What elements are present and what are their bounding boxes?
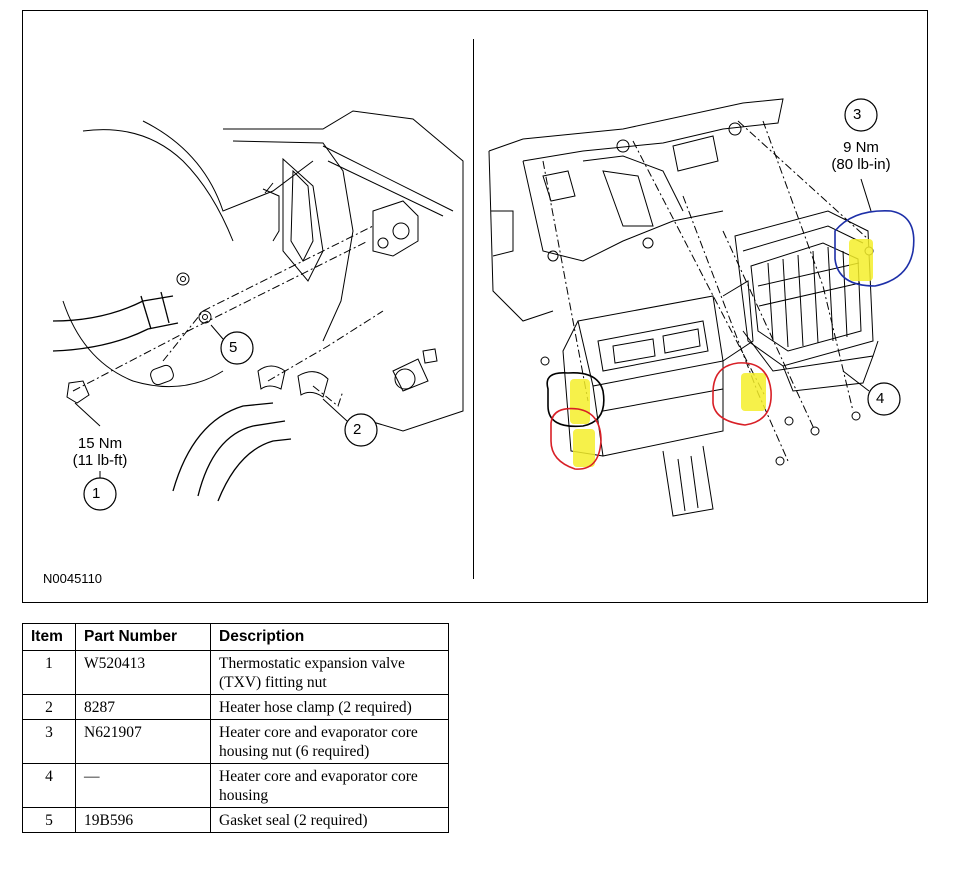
header-description: Description bbox=[210, 623, 449, 651]
table-header-row: Item Part Number Description bbox=[22, 623, 449, 651]
panel-divider bbox=[473, 39, 474, 579]
callout-3-torque-nm: 9 Nm bbox=[843, 139, 879, 156]
part-number-cell: 8287 bbox=[75, 694, 211, 720]
parts-table: Item Part Number Description 1 W520413 T… bbox=[22, 623, 449, 833]
description-cell: Thermostatic expansion valve (TXV) fitti… bbox=[210, 650, 449, 695]
part-number-cell: 19B596 bbox=[75, 807, 211, 833]
table-row: 1 W520413 Thermostatic expansion valve (… bbox=[22, 650, 449, 695]
exploded-view-illustration bbox=[52, 98, 915, 517]
table-row: 2 8287 Heater hose clamp (2 required) bbox=[22, 694, 449, 720]
header-part-number: Part Number bbox=[75, 623, 211, 651]
callout-3-number: 3 bbox=[853, 106, 862, 123]
item-cell: 1 bbox=[22, 650, 76, 695]
right-panel-drawing bbox=[488, 98, 879, 517]
callout-1-torque-imperial: (11 lb-ft) bbox=[72, 452, 128, 469]
blue-markup-circle bbox=[834, 210, 915, 287]
callout-1-number: 1 bbox=[92, 485, 101, 502]
left-callout-circles bbox=[83, 331, 378, 511]
figure-id: N0045110 bbox=[43, 571, 103, 586]
right-callout-circles bbox=[844, 98, 901, 416]
callout-4-number: 4 bbox=[876, 390, 885, 407]
table-row: 5 19B596 Gasket seal (2 required) bbox=[22, 807, 449, 833]
item-cell: 2 bbox=[22, 694, 76, 720]
description-cell: Heater core and evaporator core housing bbox=[210, 763, 449, 808]
item-cell: 4 bbox=[22, 763, 76, 808]
table-row: 4 — Heater core and evaporator core hous… bbox=[22, 763, 449, 808]
red-markup-circle-left bbox=[550, 407, 602, 470]
callout-3-circle bbox=[844, 98, 878, 132]
black-markup-circle bbox=[546, 372, 605, 428]
table-row: 3 N621907 Heater core and evaporator cor… bbox=[22, 719, 449, 764]
left-leader-lines bbox=[72, 225, 384, 407]
description-cell: Gasket seal (2 required) bbox=[210, 807, 449, 833]
red-markup-circle-right bbox=[712, 362, 772, 426]
left-callout-leaders bbox=[74, 324, 348, 478]
callout-3-torque-imperial: (80 lb-in) bbox=[831, 156, 891, 173]
callout-2-circle bbox=[344, 413, 378, 447]
callout-5-circle bbox=[220, 331, 254, 365]
callout-2-number: 2 bbox=[353, 421, 362, 438]
item-cell: 5 bbox=[22, 807, 76, 833]
description-cell: Heater hose clamp (2 required) bbox=[210, 694, 449, 720]
left-panel-drawing bbox=[52, 110, 464, 502]
callout-5-number: 5 bbox=[229, 339, 238, 356]
part-number-cell: N621907 bbox=[75, 719, 211, 764]
yellow-highlights bbox=[570, 239, 873, 467]
item-cell: 3 bbox=[22, 719, 76, 764]
callout-4-circle bbox=[867, 382, 901, 416]
figure-frame: 1 15 Nm (11 lb-ft) 2 5 3 9 Nm (80 lb-in)… bbox=[22, 10, 928, 603]
callout-1-torque-nm: 15 Nm bbox=[77, 435, 123, 452]
part-number-cell: — bbox=[75, 763, 211, 808]
header-item: Item bbox=[22, 623, 76, 651]
part-number-cell: W520413 bbox=[75, 650, 211, 695]
right-callout-leaders bbox=[842, 178, 872, 392]
description-cell: Heater core and evaporator core housing … bbox=[210, 719, 449, 764]
